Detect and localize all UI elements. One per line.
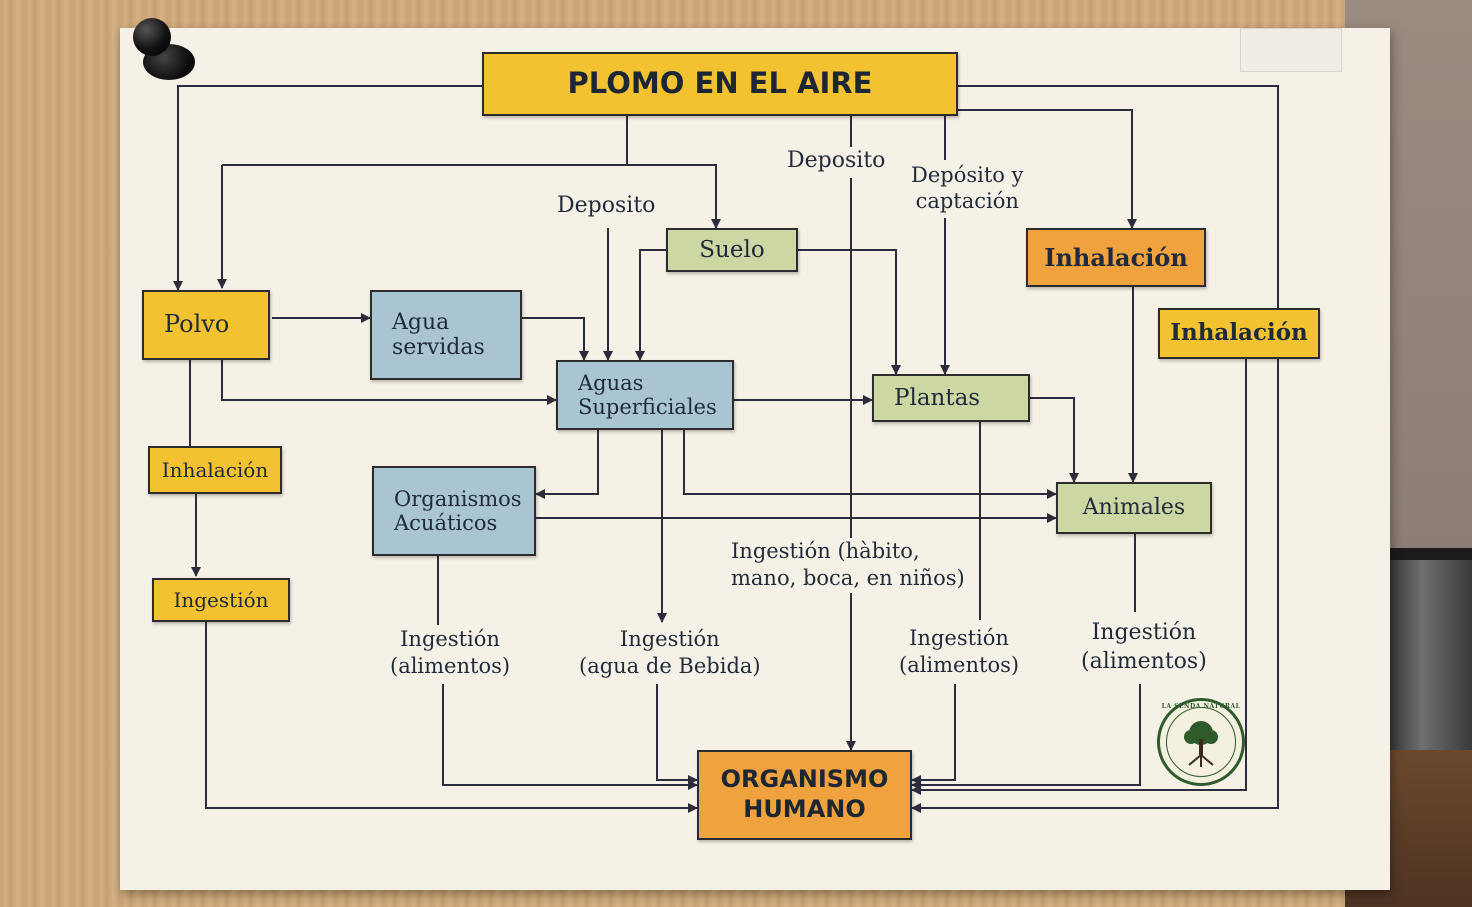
edge-suelo-plantas xyxy=(798,249,901,375)
node-plantas: Plantas xyxy=(872,374,1030,422)
node-humano-line1: ORGANISMO xyxy=(720,765,889,794)
node-organismos-line1: Organismos xyxy=(394,486,522,511)
label-deposito-1: Deposito xyxy=(555,192,658,221)
label-ingestion-alimentos-a: Ingestión (alimentos) xyxy=(388,626,513,681)
edge-deposito-suelo xyxy=(222,164,721,229)
title-text: PLOMO EN EL AIRE xyxy=(567,66,873,101)
edge-plantas-animales xyxy=(1030,397,1079,483)
node-organismo-humano: ORGANISMO HUMANO xyxy=(697,750,912,840)
label-ingestion-alimentos-c: Ingestión (alimentos) xyxy=(1079,619,1209,677)
label-alimentos-a-line1: Ingestión xyxy=(400,627,500,651)
node-organismos-line2: Acuáticos xyxy=(394,511,498,535)
node-agua-servidas: Agua servidas xyxy=(370,290,522,380)
node-suelo: Suelo xyxy=(666,228,798,272)
label-alimentos-a-line2: (alimentos) xyxy=(390,654,511,679)
label-deposito-2-text: Deposito xyxy=(787,148,886,173)
edge-ingestion-b-humano xyxy=(911,684,956,785)
edge-ingestion-c-humano xyxy=(911,684,1141,790)
label-bebida-line1: Ingestión xyxy=(619,627,720,651)
background-jar xyxy=(1382,560,1472,750)
node-organismos-acuaticos: Organismos Acuáticos xyxy=(372,466,536,556)
edge-aguas-animales xyxy=(683,430,1057,499)
edge-polvo-aguas xyxy=(221,360,557,405)
label-bebida-line2: (agua de Bebida) xyxy=(579,654,761,679)
node-ingestion-left-label: Ingestión xyxy=(173,587,269,612)
label-ingestion-habito: Ingestión (hàbito, mano, boca, en niños) xyxy=(729,538,967,593)
node-inhalacion-top: Inhalación xyxy=(1026,228,1206,287)
label-captacion-line2: captación xyxy=(915,189,1019,214)
label-habito-line2: mano, boca, en niños) xyxy=(731,566,965,591)
label-habito-line1: Ingestión (hàbito, xyxy=(731,539,920,563)
node-aguas-line2: Superficiales xyxy=(578,395,717,419)
edge-suelo-aguas xyxy=(635,249,666,361)
edge-ingestion-humano xyxy=(205,622,698,813)
node-inhalacion-right: Inhalación xyxy=(1158,308,1320,359)
label-captacion-line1: Depósito y xyxy=(911,163,1024,187)
node-inhalacion-left-label: Inhalación xyxy=(161,457,269,482)
edge-aire-inhalacion xyxy=(945,109,1137,229)
label-ingestion-alimentos-b: Ingestión (alimentos) xyxy=(897,625,1022,680)
edge-aire-humano-right xyxy=(911,85,1279,813)
node-ingestion-left: Ingestión xyxy=(152,578,290,622)
node-aguas-line1: Aguas xyxy=(578,370,644,395)
node-agua-servidas-line1: Agua xyxy=(392,309,450,335)
label-deposito-1-text: Deposito xyxy=(557,193,656,218)
edge-aire-polvo xyxy=(173,85,482,291)
node-animales: Animales xyxy=(1056,482,1212,534)
node-humano-line2: HUMANO xyxy=(743,795,866,823)
edge-inhalacion2-humano xyxy=(911,359,1247,795)
label-deposito-2: Deposito xyxy=(785,147,888,176)
edge-agua-aguas xyxy=(522,317,589,361)
logo-ring xyxy=(1166,707,1236,777)
edge-bebida-humano xyxy=(656,684,698,785)
label-alimentos-c-line2: (alimentos) xyxy=(1081,648,1207,674)
node-polvo: Polvo xyxy=(142,290,270,360)
node-plantas-label: Plantas xyxy=(894,384,981,411)
edge-aguas-organismos xyxy=(535,430,599,499)
node-aguas-superficiales: Aguas Superficiales xyxy=(556,360,734,430)
node-inhalacion-right-label: Inhalación xyxy=(1170,319,1308,347)
node-inhalacion-top-label: Inhalación xyxy=(1044,242,1188,272)
logo-text: LA SENDA NATURAL xyxy=(1161,703,1241,710)
brand-logo: LA SENDA NATURAL xyxy=(1157,698,1245,786)
tape-strip xyxy=(1240,28,1342,72)
node-animales-label: Animales xyxy=(1082,495,1186,521)
node-agua-servidas-line2: servidas xyxy=(392,335,485,360)
label-alimentos-c-line1: Ingestión xyxy=(1091,620,1197,645)
label-ingestion-bebida: Ingestión (agua de Bebida) xyxy=(577,626,763,681)
node-suelo-label: Suelo xyxy=(699,236,765,263)
pushpin-icon xyxy=(133,18,171,56)
tree-icon xyxy=(1184,721,1218,767)
edge-ingestion-a-humano xyxy=(442,684,698,790)
node-inhalacion-left: Inhalación xyxy=(148,446,282,494)
node-polvo-label: Polvo xyxy=(164,310,230,339)
title-box: PLOMO EN EL AIRE xyxy=(482,52,958,116)
label-alimentos-b-line2: (alimentos) xyxy=(899,653,1020,678)
label-deposito-captacion: Depósito y captación xyxy=(909,162,1026,215)
label-alimentos-b-line1: Ingestión xyxy=(909,626,1009,650)
